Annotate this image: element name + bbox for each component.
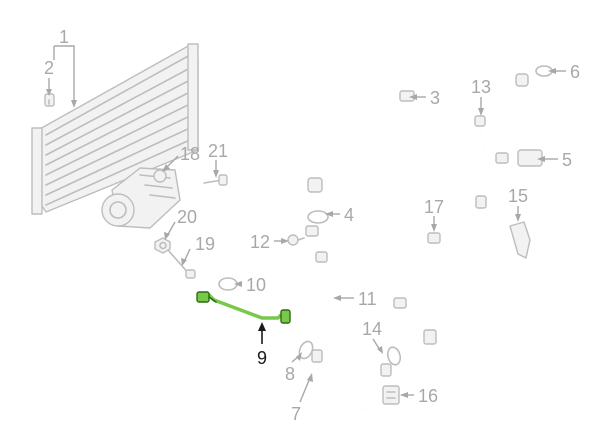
suction-hose-part-9[interactable] <box>196 291 291 324</box>
callout-5: 5 <box>562 150 572 170</box>
callout-21: 21 <box>208 141 228 161</box>
fitting-part-12[interactable] <box>287 234 305 246</box>
callout-15: 15 <box>508 186 528 206</box>
callout-numbers: 1 2 3 4 5 6 7 8 9 10 11 12 13 14 15 16 1… <box>44 27 580 424</box>
callout-7: 7 <box>291 404 301 424</box>
bolt-part-21[interactable] <box>203 174 228 186</box>
pipe-part-13[interactable] <box>393 115 487 345</box>
pressure-hose-part-3[interactable] <box>298 90 415 193</box>
callout-4: 4 <box>344 205 354 225</box>
compressor[interactable] <box>101 167 181 229</box>
o-ring-part-4[interactable] <box>307 210 329 224</box>
leader-arrowheads <box>46 68 556 398</box>
callout-12: 12 <box>250 232 270 252</box>
callout-1: 1 <box>59 27 69 47</box>
callout-3: 3 <box>430 88 440 108</box>
liquid-line-part-7[interactable] <box>311 349 392 415</box>
pipe-part-5[interactable] <box>495 73 543 167</box>
callout-19: 19 <box>195 234 215 254</box>
callout-6: 6 <box>570 62 580 82</box>
stud-part-19[interactable] <box>167 249 196 279</box>
callout-17: 17 <box>424 197 444 217</box>
callout-2: 2 <box>44 58 54 78</box>
clip-part-17[interactable] <box>427 232 441 244</box>
callout-9: 9 <box>257 348 267 368</box>
callout-13: 13 <box>471 77 491 97</box>
callout-8: 8 <box>285 364 295 384</box>
fitting-part-15[interactable] <box>509 221 531 259</box>
discharge-hose-part-11[interactable] <box>294 225 340 324</box>
callout-18: 18 <box>180 144 200 164</box>
callout-16: 16 <box>418 386 438 406</box>
expansion-valve-part-16[interactable] <box>382 385 400 405</box>
callout-20: 20 <box>177 207 197 227</box>
callout-10: 10 <box>246 275 266 295</box>
condenser[interactable] <box>31 43 199 215</box>
nut-part-20[interactable] <box>154 237 171 254</box>
bolt-part-2[interactable] <box>44 93 55 107</box>
o-ring-part-14[interactable] <box>386 346 402 366</box>
callout-14: 14 <box>362 319 382 339</box>
callout-11: 11 <box>358 289 377 309</box>
